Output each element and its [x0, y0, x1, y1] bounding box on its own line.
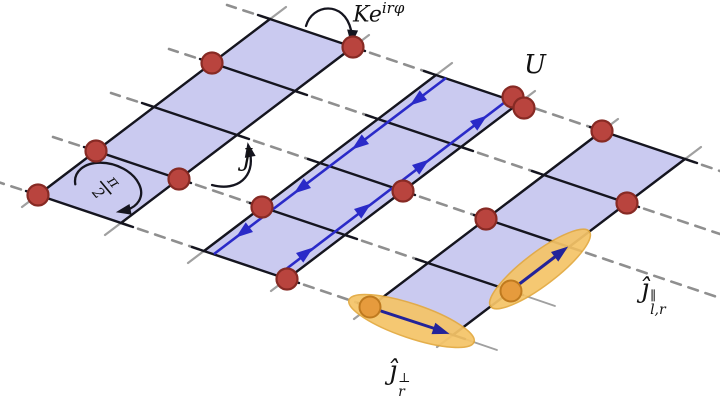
current-arrowhead-icon — [354, 203, 372, 219]
rung-current-arrowhead-icon — [431, 322, 450, 335]
lattice-site — [275, 267, 299, 291]
left-leg-current-line — [213, 76, 447, 256]
k-coupling-base: Ke — [353, 2, 382, 28]
lattice-site — [391, 179, 415, 203]
lattice-site — [615, 191, 639, 215]
lattice-site — [167, 167, 191, 191]
dashed-coupling — [119, 221, 206, 253]
current-arrowhead-icon — [470, 115, 488, 131]
lattice-sites — [26, 35, 639, 319]
current-arrowhead-icon — [296, 247, 314, 263]
interaction-label: U — [524, 50, 546, 80]
current-arrowhead-icon — [409, 90, 427, 106]
dashed-coupling — [293, 89, 380, 121]
lattice-site — [474, 207, 498, 231]
rung-current-label: ĵ⊥r — [389, 356, 411, 401]
leg-current-sub: l,r — [650, 302, 666, 319]
lattice-site — [341, 35, 365, 59]
leg-current-base: ĵ — [641, 274, 650, 304]
leg-current-sup: ∥ — [650, 289, 657, 304]
current-arrowhead-icon — [351, 134, 369, 150]
fraction-bar — [99, 180, 112, 195]
j-arrow-curve — [210, 151, 253, 188]
flux-arrowhead-icon — [115, 203, 132, 215]
dashed-coupling — [625, 201, 720, 236]
flux-circulation-arrow — [73, 161, 143, 212]
dashed-coupling — [351, 45, 438, 77]
k-coupling-exponent: irφ — [381, 0, 405, 17]
leg-current-label: ĵ∥l,r — [641, 274, 666, 319]
highlighted-leg-site — [499, 279, 523, 303]
dashed-coupling — [177, 177, 264, 209]
leg-current-arrowhead-icon — [551, 246, 569, 262]
j-coupling-arrow — [210, 142, 256, 188]
rung-current-sup: ⊥ — [398, 371, 411, 386]
k-arrow-curve — [304, 7, 353, 32]
current-arrowhead-icon — [235, 222, 253, 238]
lattice-site — [250, 195, 274, 219]
lattice-site — [26, 183, 50, 207]
doubly-occupied-site-front — [512, 96, 536, 120]
k-coupling-label: Keirφ — [353, 1, 404, 26]
lattice-site — [200, 51, 224, 75]
dashed-coupling — [235, 133, 322, 165]
current-arrowhead-icon — [412, 159, 430, 175]
rung-current-arrow — [379, 309, 438, 331]
j-coupling-label: J — [242, 144, 252, 172]
dashed-coupling — [343, 233, 430, 265]
rung-line — [140, 101, 251, 141]
j-arrowhead-icon — [244, 142, 256, 158]
dashed-coupling — [459, 145, 546, 177]
dashed-coupling — [401, 189, 488, 221]
dashed-coupling — [567, 245, 720, 300]
lattice-site — [84, 139, 108, 163]
rung-current-base: ĵ — [389, 356, 398, 386]
highlighted-rung-site — [358, 295, 382, 319]
leg-current-arrow — [516, 254, 558, 287]
dashed-coupling — [517, 101, 604, 133]
rung-line — [364, 113, 475, 153]
rung-current-sub: r — [398, 384, 405, 401]
lattice-site — [590, 119, 614, 143]
current-arrowhead-icon — [293, 178, 311, 194]
